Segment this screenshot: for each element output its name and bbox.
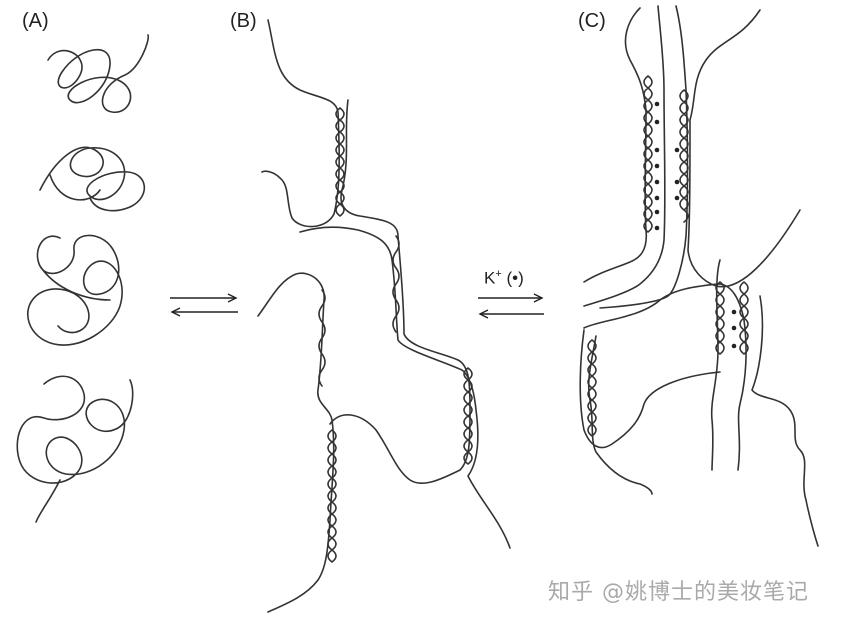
strand-c9 bbox=[752, 296, 818, 546]
strand-c6 bbox=[712, 260, 720, 470]
helix-b-top bbox=[336, 108, 344, 216]
potassium-ion bbox=[675, 148, 680, 153]
equilibrium-arrows-a-b bbox=[170, 294, 238, 316]
ion-marker-legend: (•) bbox=[502, 269, 524, 288]
random-coil-1 bbox=[48, 35, 148, 112]
random-coils bbox=[17, 35, 148, 522]
strand-c8 bbox=[580, 330, 720, 448]
random-coil-2 bbox=[40, 147, 144, 210]
potassium-ion bbox=[655, 196, 660, 201]
strand-b1 bbox=[262, 20, 339, 227]
strand-b2 bbox=[330, 100, 470, 483]
potassium-ion bbox=[655, 226, 660, 231]
double-helix-network bbox=[258, 20, 510, 612]
potassium-ion bbox=[655, 120, 660, 125]
strand-c4 bbox=[688, 10, 800, 287]
potassium-ion bbox=[732, 310, 737, 315]
potassium-ion bbox=[655, 210, 660, 215]
potassium-ion bbox=[655, 102, 660, 107]
panel-c-label: (C) bbox=[578, 10, 606, 33]
watermark: 知乎 @姚博士的美妆笔记 bbox=[548, 574, 809, 606]
equilibrium-condition-label: K+ (•) bbox=[484, 268, 524, 289]
potassium-ion bbox=[675, 180, 680, 185]
equilibrium-arrows-b-c bbox=[478, 294, 544, 318]
panel-b-label: (B) bbox=[230, 10, 257, 33]
potassium-ion bbox=[655, 148, 660, 153]
strand-c7 bbox=[589, 336, 652, 494]
potassium-ion bbox=[655, 180, 660, 185]
potassium-ion bbox=[655, 164, 660, 169]
random-coil-3 bbox=[28, 235, 122, 345]
aggregated-helices bbox=[580, 6, 818, 546]
panel-a-label: (A) bbox=[22, 10, 49, 33]
strand-c5 bbox=[584, 284, 746, 470]
strand-c1 bbox=[584, 8, 646, 282]
strand-b3 bbox=[258, 273, 334, 612]
strand-c2 bbox=[584, 6, 665, 306]
helix-c-right bbox=[680, 90, 688, 222]
ion-symbol: K bbox=[484, 269, 495, 288]
potassium-ion bbox=[732, 326, 737, 331]
potassium-ion bbox=[675, 196, 680, 201]
strand-c3 bbox=[600, 6, 688, 308]
random-coil-4 bbox=[17, 376, 132, 522]
potassium-ion bbox=[732, 344, 737, 349]
